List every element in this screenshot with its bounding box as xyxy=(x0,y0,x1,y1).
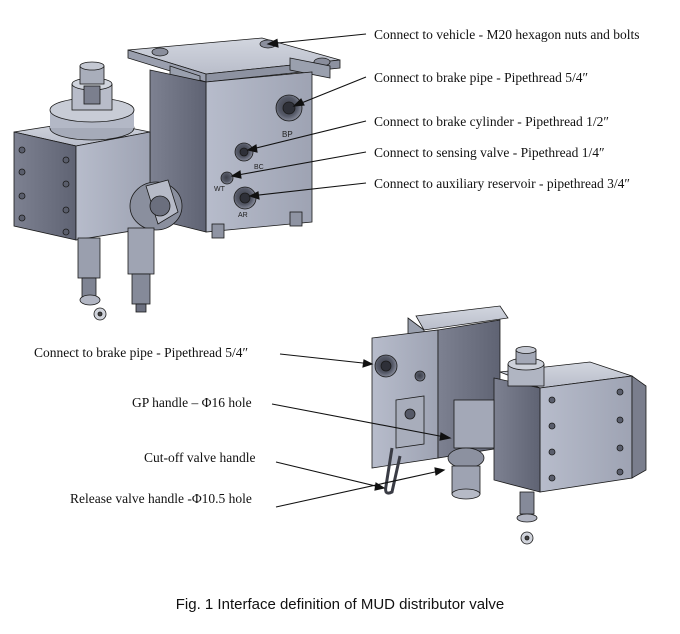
callout-auxiliary-reservoir: Connect to auxiliary reservoir - pipethr… xyxy=(374,176,631,191)
callout-brake-pipe-top: Connect to brake pipe - Pipethread 5/4″ xyxy=(374,70,589,85)
port-mark-bp: BP xyxy=(282,130,293,139)
bottom-mounting-flange xyxy=(415,305,509,331)
top-valve-assembly xyxy=(13,37,341,321)
figure-caption: Fig. 1 Interface definition of MUD distr… xyxy=(175,596,505,613)
callout-release-valve-handle: Release valve handle -Φ10.5 hole xyxy=(70,491,252,506)
bottom-valve-assembly xyxy=(371,305,647,545)
flange-bolt xyxy=(151,47,169,57)
top-pipe-bracket-front xyxy=(205,71,313,233)
gp-handle-block xyxy=(395,395,425,449)
port-mark-bc: BC xyxy=(254,164,264,171)
callout-brake-pipe-bottom: Connect to brake pipe - Pipethread 5/4″ xyxy=(34,345,249,360)
callout-connect-vehicle: Connect to vehicle - M20 hexagon nuts an… xyxy=(374,27,640,42)
callout-gp-handle: GP handle – Φ16 hole xyxy=(132,395,252,410)
release-valve-head xyxy=(447,447,485,469)
callout-leaders xyxy=(230,33,452,508)
callout-brake-cylinder: Connect to brake cylinder - Pipethread 1… xyxy=(374,114,610,129)
callout-sensing-valve: Connect to sensing valve - Pipethread 1/… xyxy=(374,145,605,160)
cutoff-valve-handle xyxy=(384,447,402,495)
port-mark-wt: WT xyxy=(214,186,225,193)
port-mark-ar: AR xyxy=(238,212,248,219)
sensing-valve-port xyxy=(220,171,234,185)
callout-cutoff-valve-handle: Cut-off valve handle xyxy=(144,450,256,465)
